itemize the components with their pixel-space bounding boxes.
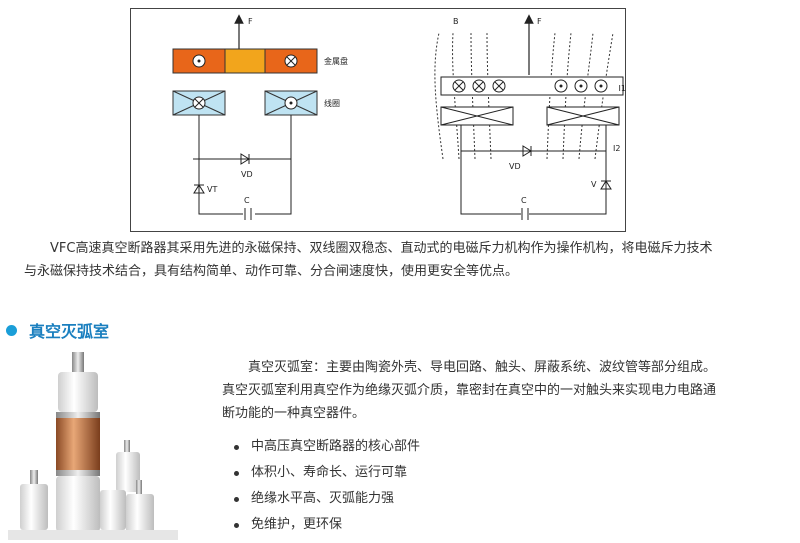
c-left-label: C [244,196,250,205]
desc-line-1: 真空灭弧室：主要由陶瓷外壳、导电回路、触头、屏蔽系统、波纹管等部分组成。 [222,360,717,375]
coil-label: 线圈 [324,98,340,108]
feature-list: 中高压真空断路器的核心部件 体积小、寿命长、运行可靠 绝缘水平高、灭弧能力强 免… [230,434,420,538]
list-item: 免维护，更环保 [230,512,420,538]
i1-label: I1 [619,84,626,93]
intro-line-2: 与永磁保持技术结合，具有结构简单、动作可靠、分合闸速度快，使用更安全等优点。 [24,264,519,279]
bullet-icon [234,444,239,450]
diode-right [522,145,532,157]
section-title: 真空灭弧室 [29,322,110,341]
mechanism-diagram: F 金属盘 线圈 VD VT C F B [130,8,626,232]
thyristor-left [193,184,205,194]
vacuum-interrupter-photo [8,352,178,540]
vt-label: VT [207,185,217,194]
bullet-icon [234,470,239,476]
b-label: B [453,17,459,26]
diode-left [240,153,250,165]
list-item: 中高压真空断路器的核心部件 [230,434,420,460]
c-right-label: C [521,196,527,205]
vd-right-label: VD [509,162,521,171]
desc-line-2: 真空灭弧室利用真空作为绝缘灭弧介质，靠密封在真空中的一对触头来实现电力电路通 [222,383,717,398]
magnetic-field-lines [434,32,614,160]
diagram-svg: F 金属盘 线圈 VD VT C F B [172,14,626,220]
i2-label: I2 [613,144,620,153]
thyristor-right [600,180,612,190]
bullet-dot-icon [6,324,17,336]
right-force-label: F [537,17,542,26]
v-right-label: V [591,180,597,189]
section-header: 真空灭弧室 [6,318,109,342]
interrupter-description: 真空灭弧室：主要由陶瓷外壳、导电回路、触头、屏蔽系统、波纹管等部分组成。 真空灭… [222,356,792,425]
left-force-label: F [248,17,253,26]
metal-disc-center [224,48,266,74]
desc-line-3: 断功能的一种真空器件。 [222,406,366,421]
metal-disc-label: 金属盘 [324,56,348,66]
list-item: 绝缘水平高、灭弧能力强 [230,486,420,512]
vd-left-label: VD [241,170,253,179]
bullet-icon [234,496,239,502]
bullet-icon [234,522,239,528]
list-item: 体积小、寿命长、运行可靠 [230,460,420,486]
intro-line-1: VFC高速真空断路器其采用先进的永磁保持、双线圈双稳态、直动式的电磁斥力机构作为… [24,241,713,256]
intro-paragraph: VFC高速真空断路器其采用先进的永磁保持、双线圈双稳态、直动式的电磁斥力机构作为… [24,237,784,283]
